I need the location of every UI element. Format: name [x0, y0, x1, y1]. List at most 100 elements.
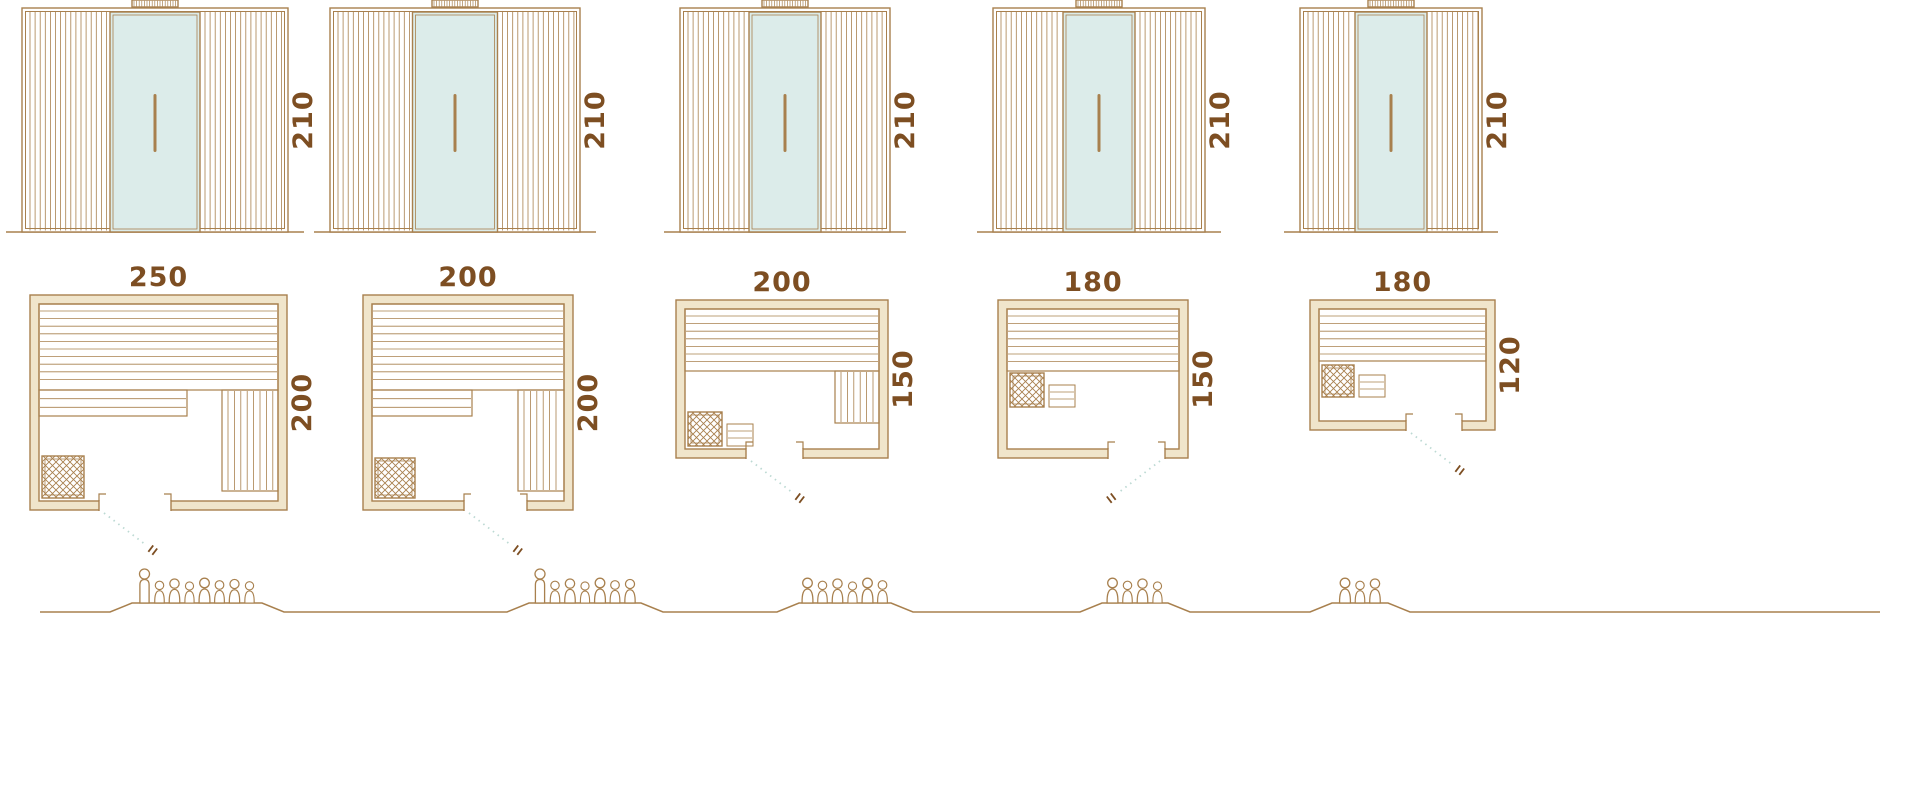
roof-vent	[1075, 0, 1123, 8]
swing-handle-tick	[794, 492, 801, 501]
plan-depth-label: 200	[573, 373, 604, 432]
person-figure	[861, 577, 874, 604]
door-handle	[453, 94, 457, 152]
elevation-height-label: 210	[890, 90, 921, 149]
door-jamb	[1107, 441, 1115, 449]
roof-vent	[761, 0, 809, 8]
side-bench	[221, 389, 279, 492]
person-figure	[817, 580, 828, 604]
capacity-group-4	[1106, 577, 1163, 604]
step-bench	[1358, 374, 1386, 398]
door-jamb	[796, 441, 804, 449]
door-swing	[103, 512, 147, 546]
door-jamb	[164, 493, 172, 501]
step-bench	[1048, 384, 1076, 408]
capacity-group-3	[801, 577, 888, 604]
person-figure	[228, 578, 241, 604]
swing-handle-tick	[798, 495, 805, 504]
door-swing	[750, 460, 794, 494]
plan-width-label: 200	[752, 267, 811, 298]
person-figure	[168, 578, 181, 604]
elevation-view-4: 210	[977, 0, 1236, 233]
elevation-height-label: 210	[1205, 90, 1236, 149]
swing-handle-tick	[1458, 467, 1465, 476]
heater	[41, 455, 85, 499]
swing-handle-tick	[147, 544, 154, 553]
person-figure	[579, 581, 591, 604]
person-figure	[564, 578, 576, 604]
door-jamb	[745, 441, 753, 449]
top-bench	[1006, 308, 1180, 372]
capacity-group-2	[534, 568, 636, 604]
person-figure	[1106, 577, 1119, 604]
door-jamb	[1455, 413, 1463, 421]
person-figure	[534, 568, 546, 604]
elevation-height-label: 210	[288, 90, 319, 149]
person-figure	[1122, 580, 1133, 604]
swing-handle-tick	[1106, 495, 1113, 504]
top-bench	[684, 308, 880, 372]
roof-vent	[431, 0, 479, 8]
lower-bench	[38, 389, 188, 417]
door-jamb	[98, 493, 106, 501]
door-handle	[783, 94, 787, 152]
plan-depth-label: 150	[1188, 349, 1219, 408]
capacity-group-1	[138, 568, 255, 604]
elevation-view-5: 210	[1284, 0, 1513, 233]
person-figure	[624, 578, 636, 604]
plan-width-label: 180	[1373, 267, 1432, 298]
heater	[374, 457, 416, 499]
person-figure	[154, 580, 165, 604]
person-figure	[1152, 581, 1163, 604]
elevation-view-3: 210	[664, 0, 921, 233]
elevation-height-label: 210	[580, 90, 611, 149]
person-figure	[138, 568, 151, 604]
elevation-view-2: 210	[314, 0, 611, 233]
person-figure	[609, 580, 621, 604]
side-bench	[834, 370, 880, 424]
top-bench	[1318, 308, 1487, 362]
side-bench	[517, 389, 565, 492]
person-figure	[1354, 580, 1366, 604]
ground-line	[40, 602, 1880, 613]
capacity-row	[40, 568, 1880, 613]
plan-view-2: 200 200	[362, 262, 604, 556]
door-jamb	[1158, 441, 1166, 449]
plan-depth-label: 200	[287, 373, 318, 432]
heater	[687, 411, 723, 447]
person-figure	[801, 577, 814, 604]
door-handle	[153, 94, 157, 152]
elevation-view-1: 210	[6, 0, 319, 233]
swing-handle-tick	[516, 547, 523, 556]
swing-handle-tick	[1454, 464, 1461, 473]
person-figure	[593, 577, 607, 604]
person-figure	[244, 581, 255, 604]
swing-handle-tick	[1110, 492, 1117, 501]
person-figure	[214, 580, 225, 604]
door-jamb	[520, 493, 528, 501]
person-figure	[1136, 578, 1149, 604]
door-handle	[1097, 94, 1101, 152]
roof-vent	[131, 0, 179, 8]
plan-width-label: 200	[438, 262, 497, 293]
plan-view-1: 250 200	[29, 262, 318, 556]
person-figure	[198, 577, 211, 604]
elevation-height-label: 210	[1482, 90, 1513, 149]
plan-depth-label: 150	[888, 349, 919, 408]
plan-width-label: 180	[1063, 267, 1122, 298]
door-swing	[468, 512, 512, 546]
capacity-group-5	[1338, 577, 1381, 604]
heater	[1321, 364, 1355, 398]
plan-view-3: 200 150	[675, 267, 919, 504]
person-figure	[549, 580, 561, 604]
door-swing	[1117, 460, 1161, 494]
lower-bench	[371, 389, 473, 417]
plan-width-label: 250	[129, 262, 188, 293]
person-figure	[831, 578, 844, 604]
step-bench	[726, 423, 754, 447]
roof-vent	[1367, 0, 1415, 8]
heater	[1009, 372, 1045, 408]
